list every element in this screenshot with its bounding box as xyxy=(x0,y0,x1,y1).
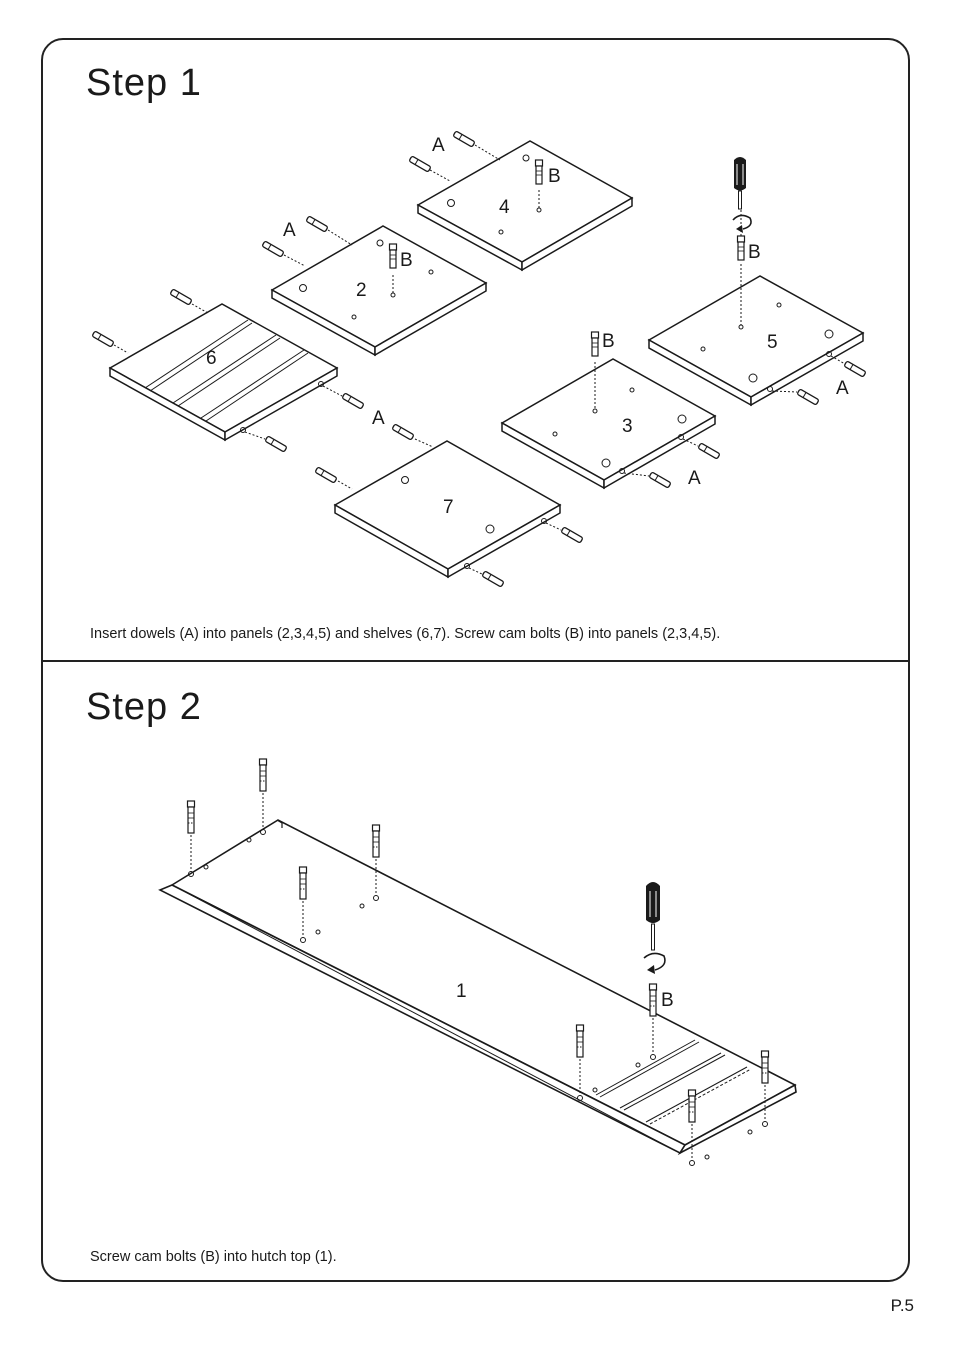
panel-4 xyxy=(408,130,634,272)
panel-6 xyxy=(91,288,365,453)
label-b-panel-3: B xyxy=(602,331,615,352)
panel-3-number: 3 xyxy=(622,416,633,437)
panel-4-number: 4 xyxy=(499,197,510,218)
panel-5 xyxy=(647,210,867,407)
panel-7-number: 7 xyxy=(443,497,454,518)
step1-caption: Insert dowels (A) into panels (2,3,4,5) … xyxy=(90,626,721,642)
label-a-panel-2: A xyxy=(283,220,296,241)
step2-diagram: 1 B xyxy=(158,758,797,1166)
step-divider xyxy=(41,660,910,662)
step2-caption: Screw cam bolts (B) into hutch top (1). xyxy=(90,1249,337,1265)
label-a-shelves: A xyxy=(372,408,385,429)
label-b-step2: B xyxy=(661,990,674,1011)
panel-6-number: 6 xyxy=(206,348,217,369)
label-a-panel-4: A xyxy=(432,135,445,156)
hutch-top-panel xyxy=(158,819,797,1166)
rotate-arrow-icon xyxy=(643,952,666,974)
rotate-arrow-icon xyxy=(732,214,752,233)
panel-2 xyxy=(261,215,488,357)
step1-title: Step 1 xyxy=(86,62,202,104)
panel-5-number: 5 xyxy=(767,332,778,353)
screwdriver-icon xyxy=(734,157,746,210)
step1-diagram: 4 A B 2 A B xyxy=(91,130,867,588)
panel-7 xyxy=(314,423,584,588)
label-b-panel-5: B xyxy=(748,242,761,263)
label-a-panel-5: A xyxy=(836,378,849,399)
page-number: P.5 xyxy=(890,1296,914,1315)
label-b-panel-4: B xyxy=(548,166,561,187)
label-a-panel-3: A xyxy=(688,468,701,489)
panel-1-number: 1 xyxy=(456,981,467,1002)
panel-3 xyxy=(500,331,721,490)
screwdriver-icon xyxy=(646,882,660,951)
panel-2-number: 2 xyxy=(356,280,367,301)
step2-title: Step 2 xyxy=(86,686,202,728)
label-b-panel-2: B xyxy=(400,250,413,271)
